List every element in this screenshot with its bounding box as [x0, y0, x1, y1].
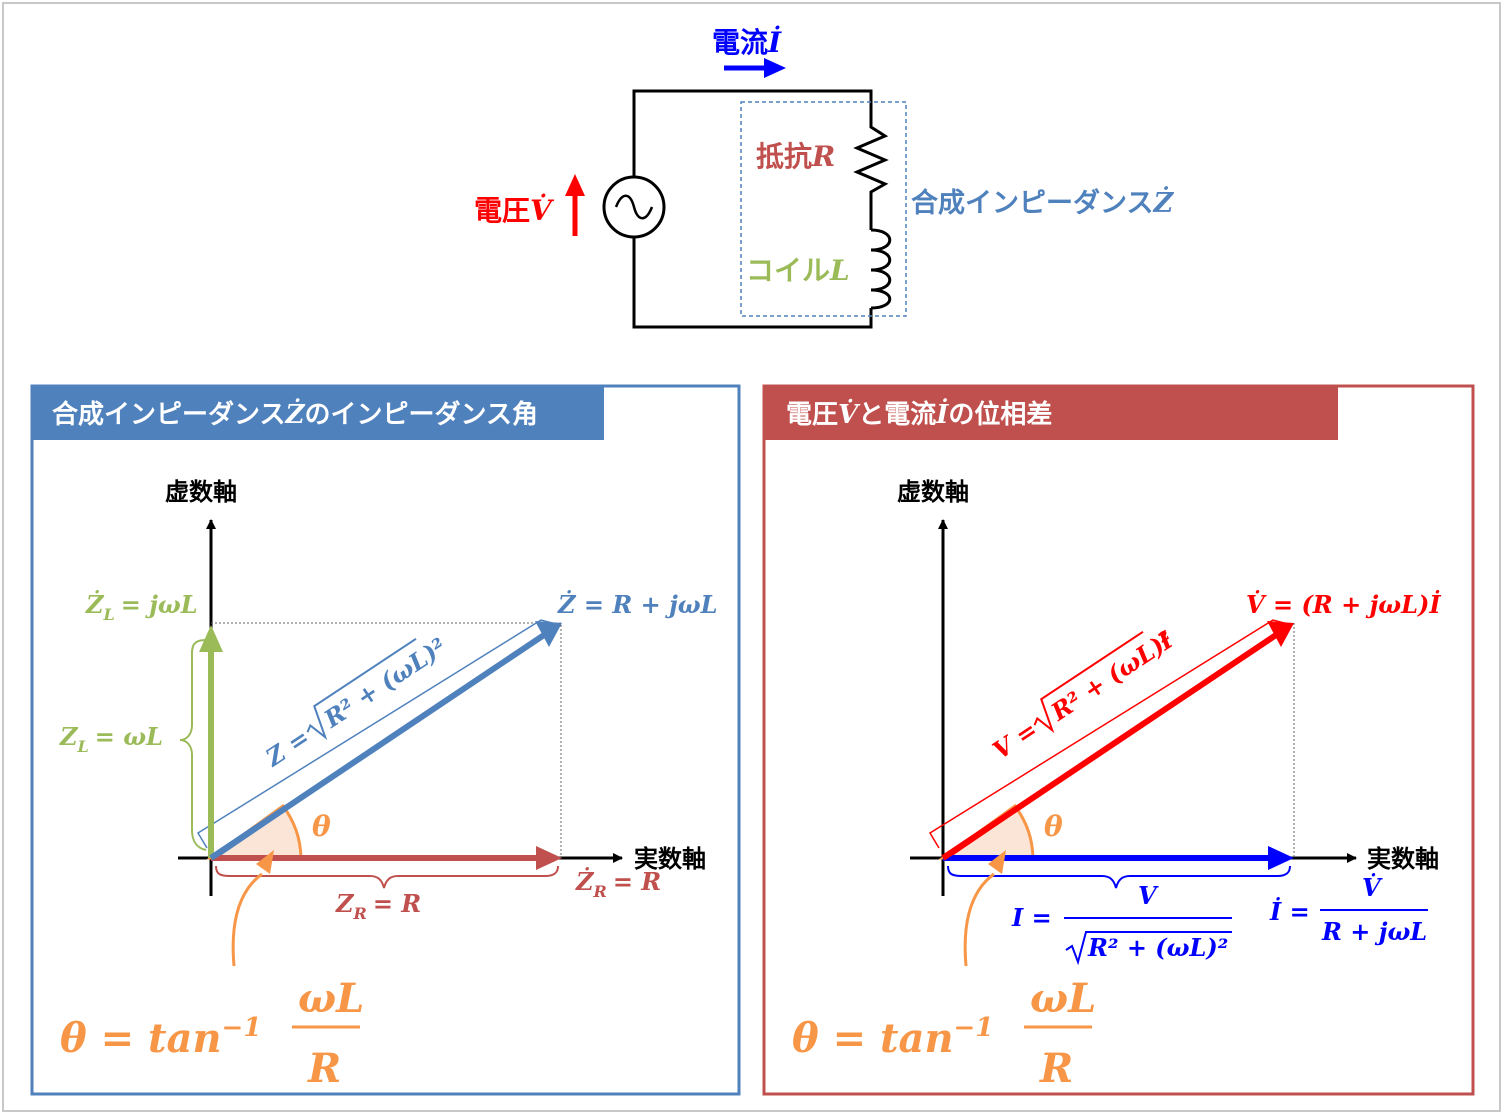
circuit-wire — [632, 89, 873, 180]
left-zl-vector-label: ŻL= jωL — [85, 590, 198, 624]
left-z-magnitude-brace — [196, 619, 558, 861]
right-i-brace — [947, 865, 1291, 889]
left-theta-pointer-head — [256, 850, 274, 874]
right-v-magnitude-brace — [928, 619, 1290, 861]
left-z-arrowhead — [535, 621, 562, 647]
left-panel: 合成インピーダンスŻのインピーダンス角 虚数軸 実数軸 ŻL= jωL ZL= … — [30, 384, 741, 1096]
right-v-magnitude-label: V = R² + (ωL)² I — [987, 625, 1178, 765]
left-theta-label: θ — [312, 810, 331, 843]
right-theta-formula: θ = tan−1 ωL R — [792, 975, 1096, 1092]
right-panel: 電圧V̇と電流İの位相差 虚数軸 実数軸 V̇ = (R + jωL)İ V =… — [762, 384, 1475, 1096]
circuit-wire-bottom — [632, 236, 873, 329]
left-zr-vector-label: ŻR= R — [575, 867, 661, 901]
resistor-icon — [853, 120, 889, 230]
current-arrow-head — [764, 58, 786, 78]
left-z-magnitude-label: Z = R² + (ωL)² — [259, 632, 452, 773]
right-theta-pointer — [963, 872, 995, 967]
right-v-vector — [941, 632, 1278, 861]
svg-text:R: R — [307, 1045, 341, 1092]
svg-text:θ = tan−1: θ = tan−1 — [792, 1013, 993, 1062]
svg-text:İ =: İ = — [1269, 897, 1310, 926]
left-zr-brace — [215, 865, 559, 889]
right-theta-pointer-head — [988, 850, 1006, 874]
svg-text:V̇: V̇ — [1362, 873, 1383, 902]
resistor-label: 抵抗R — [756, 140, 835, 173]
circuit: 電流İ 抵抗R コイルL 合成インピーダンスŻ 電圧V̇ — [474, 25, 1174, 329]
right-panel-header — [764, 386, 1338, 440]
svg-text:R + jωL: R + jωL — [1321, 917, 1427, 946]
svg-text:R² + (ωL)²: R² + (ωL)² — [1087, 933, 1228, 962]
left-z-vector — [209, 632, 546, 861]
right-i-vector-label: İ = V̇ R + jωL — [1269, 873, 1428, 946]
right-imag-axis-label: 虚数軸 — [897, 478, 969, 506]
left-theta-formula: θ = tan−1 ωL R — [60, 975, 364, 1092]
voltage-label: 電圧V̇ — [474, 194, 555, 227]
coil-label: コイルL — [746, 254, 850, 287]
svg-text:ωL: ωL — [1030, 975, 1096, 1022]
right-real-axis-label: 実数軸 — [1367, 845, 1439, 873]
coil-icon — [870, 228, 892, 310]
left-z-vector-label: Ż = R + jωL — [557, 590, 718, 619]
impedance-label: 合成インピーダンスŻ — [911, 185, 1174, 219]
left-real-axis-label: 実数軸 — [634, 845, 706, 873]
right-sqrt-sign-icon — [1033, 630, 1144, 734]
svg-text:V: V — [1138, 881, 1159, 910]
right-v-arrowhead — [1267, 621, 1294, 647]
left-panel-title: 合成インピーダンスŻのインピーダンス角 — [52, 398, 538, 430]
svg-text:V =: V = — [987, 715, 1042, 765]
sine-wave-icon — [614, 194, 654, 220]
left-panel-header — [32, 386, 604, 440]
left-zl-arrowhead — [199, 625, 223, 652]
left-zl-magnitude-label: ZL= ωL — [59, 722, 163, 756]
right-v-vector-label: V̇ = (R + jωL)İ — [1246, 590, 1441, 619]
voltage-arrow-head — [565, 174, 585, 196]
left-theta-pointer — [231, 872, 263, 967]
left-sqrt-sign-icon — [306, 637, 417, 741]
left-zl-brace — [179, 639, 207, 851]
impedance-dashed-box — [740, 101, 907, 317]
svg-text:R² + (ωL)²: R² + (ωL)² — [318, 632, 452, 734]
current-label: 電流İ — [712, 25, 782, 59]
right-i-magnitude-label: I = V R² + (ωL)² — [1011, 881, 1232, 966]
svg-text:ωL: ωL — [298, 975, 364, 1022]
right-panel-title: 電圧V̇と電流İの位相差 — [786, 398, 1052, 430]
svg-text:R: R — [1039, 1045, 1073, 1092]
left-zr-magnitude-label: ZR= R — [335, 889, 421, 923]
right-i-arrowhead — [1268, 846, 1294, 870]
right-theta-label: θ — [1044, 810, 1063, 843]
left-imag-axis-label: 虚数軸 — [165, 478, 237, 506]
left-zr-arrowhead — [536, 846, 562, 870]
svg-text:θ = tan−1: θ = tan−1 — [60, 1013, 261, 1062]
svg-text:I =: I = — [1011, 903, 1052, 932]
